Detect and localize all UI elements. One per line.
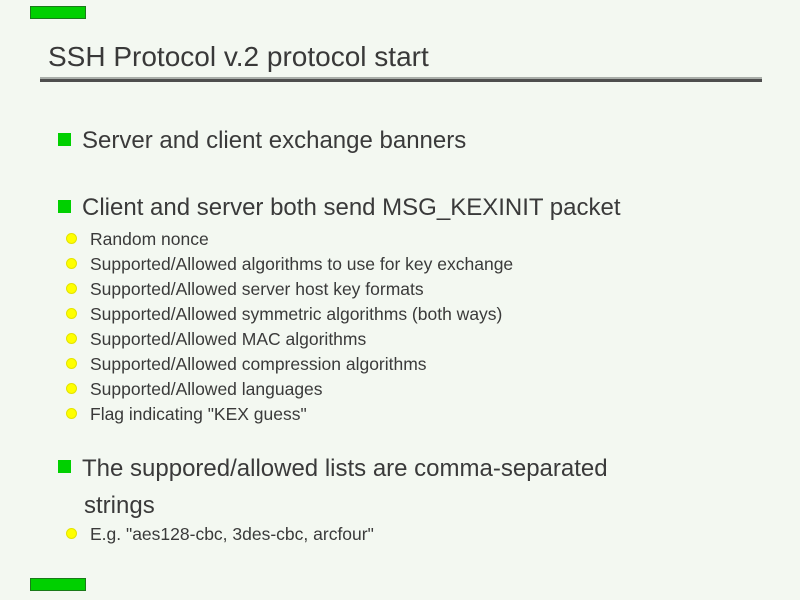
bullet-item-kexinit: Client and server both send MSG_KEXINIT … [58, 193, 621, 223]
square-bullet-icon [58, 460, 71, 473]
green-corner-bar-bottom [30, 578, 86, 591]
sub-bullet-item: Supported/Allowed MAC algorithms [66, 327, 513, 352]
sub-bullet-item: Supported/Allowed symmetric algorithms (… [66, 302, 513, 327]
title-underline-light [40, 77, 762, 79]
title-underline [40, 77, 762, 82]
dot-bullet-icon [66, 383, 77, 394]
square-bullet-icon [58, 133, 71, 146]
kexinit-sub-list: Random nonce Supported/Allowed algorithm… [66, 227, 513, 427]
slide-title: SSH Protocol v.2 protocol start [48, 41, 429, 72]
sub-bullet-label: Flag indicating "KEX guess" [90, 404, 307, 424]
dot-bullet-icon [66, 308, 77, 319]
sub-bullet-item: Random nonce [66, 227, 513, 252]
sub-bullet-label: Supported/Allowed symmetric algorithms (… [90, 304, 503, 324]
sub-bullet-item: Supported/Allowed languages [66, 377, 513, 402]
sub-bullet-item: Supported/Allowed compression algorithms [66, 352, 513, 377]
dot-bullet-icon [66, 528, 77, 539]
bullet-item-comma-separated: The suppored/allowed lists are comma-sep… [58, 450, 718, 524]
green-corner-bar-top [30, 6, 86, 19]
sub-bullet-item: E.g. "aes128-cbc, 3des-cbc, arcfour" [66, 522, 374, 547]
bullet-label: The suppored/allowed lists are comma-sep… [82, 450, 608, 524]
sub-bullet-label: Supported/Allowed compression algorithms [90, 354, 427, 374]
sub-bullet-label: E.g. "aes128-cbc, 3des-cbc, arcfour" [90, 524, 374, 544]
example-sub-list: E.g. "aes128-cbc, 3des-cbc, arcfour" [66, 522, 374, 547]
dot-bullet-icon [66, 333, 77, 344]
sub-bullet-item: Supported/Allowed algorithms to use for … [66, 252, 513, 277]
bullet-label-line1: The suppored/allowed lists are comma-sep… [82, 455, 608, 482]
bullet-label-line2: strings [84, 492, 155, 519]
bullet-label: Client and server both send MSG_KEXINIT … [82, 194, 621, 221]
sub-bullet-label: Random nonce [90, 229, 209, 249]
dot-bullet-icon [66, 358, 77, 369]
sub-bullet-item: Flag indicating "KEX guess" [66, 402, 513, 427]
sub-bullet-label: Supported/Allowed algorithms to use for … [90, 254, 514, 274]
bullet-label: Server and client exchange banners [82, 127, 467, 154]
sub-bullet-label: Supported/Allowed server host key format… [90, 279, 424, 299]
dot-bullet-icon [66, 258, 77, 269]
title-underline-dark [40, 79, 762, 82]
sub-bullet-label: Supported/Allowed languages [90, 379, 323, 399]
sub-bullet-label: Supported/Allowed MAC algorithms [90, 329, 367, 349]
dot-bullet-icon [66, 233, 77, 244]
dot-bullet-icon [66, 408, 77, 419]
sub-bullet-item: Supported/Allowed server host key format… [66, 277, 513, 302]
square-bullet-icon [58, 200, 71, 213]
bullet-item-banners: Server and client exchange banners [58, 126, 466, 156]
dot-bullet-icon [66, 283, 77, 294]
